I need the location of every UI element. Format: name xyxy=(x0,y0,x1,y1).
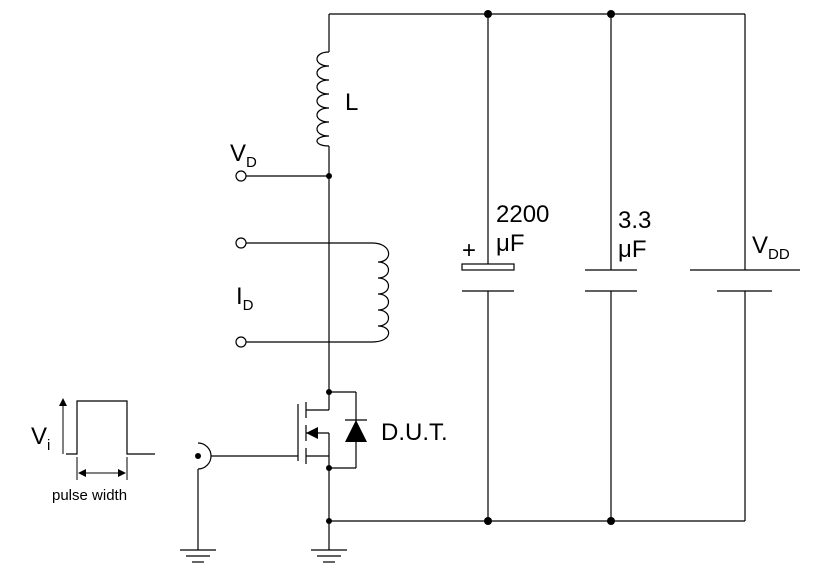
id-label-main: I xyxy=(236,283,243,310)
junction-dot xyxy=(326,518,332,524)
cap1-unit-label: μF xyxy=(496,230,525,257)
vi-label-main: V xyxy=(31,423,47,450)
pulse-width-label: pulse width xyxy=(52,487,127,504)
ground-icon xyxy=(311,549,347,563)
capacitor-3-3uf xyxy=(585,269,637,292)
capacitor-2200uf xyxy=(461,263,515,292)
vdd-label: VDD xyxy=(752,232,790,263)
pulse-width-dimension xyxy=(76,457,128,480)
vdd-label-main: V xyxy=(752,232,768,259)
vd-label: VD xyxy=(230,140,257,171)
inductor-label: L xyxy=(345,89,358,116)
current-transformer-coil xyxy=(371,242,390,343)
cap2-unit-label: μF xyxy=(618,236,647,263)
vd-terminal xyxy=(235,170,247,182)
id-label: ID xyxy=(236,283,254,314)
vdd-source xyxy=(690,269,800,292)
mosfet-dut xyxy=(297,391,367,469)
vd-label-main: V xyxy=(230,140,246,167)
id-label-sub: D xyxy=(243,297,254,314)
cap1-value-label: 2200 xyxy=(496,201,549,228)
inductor-l xyxy=(316,51,330,147)
cap1-polarity-label: + xyxy=(462,237,476,264)
vd-label-sub: D xyxy=(246,154,257,171)
junction-dot xyxy=(326,389,332,395)
input-pulse-waveform xyxy=(59,398,155,455)
ground-icon xyxy=(180,549,216,563)
junction-dot xyxy=(326,173,332,179)
dut-label: D.U.T. xyxy=(381,419,448,446)
vdd-label-sub: DD xyxy=(768,246,790,263)
vi-label-sub: i xyxy=(47,437,50,454)
gate-bnc-connector xyxy=(184,440,212,472)
cap2-value-label: 3.3 xyxy=(618,207,651,234)
id-terminal-bottom xyxy=(235,336,247,348)
vi-label: Vi xyxy=(31,423,50,454)
id-terminal-top xyxy=(235,237,247,249)
